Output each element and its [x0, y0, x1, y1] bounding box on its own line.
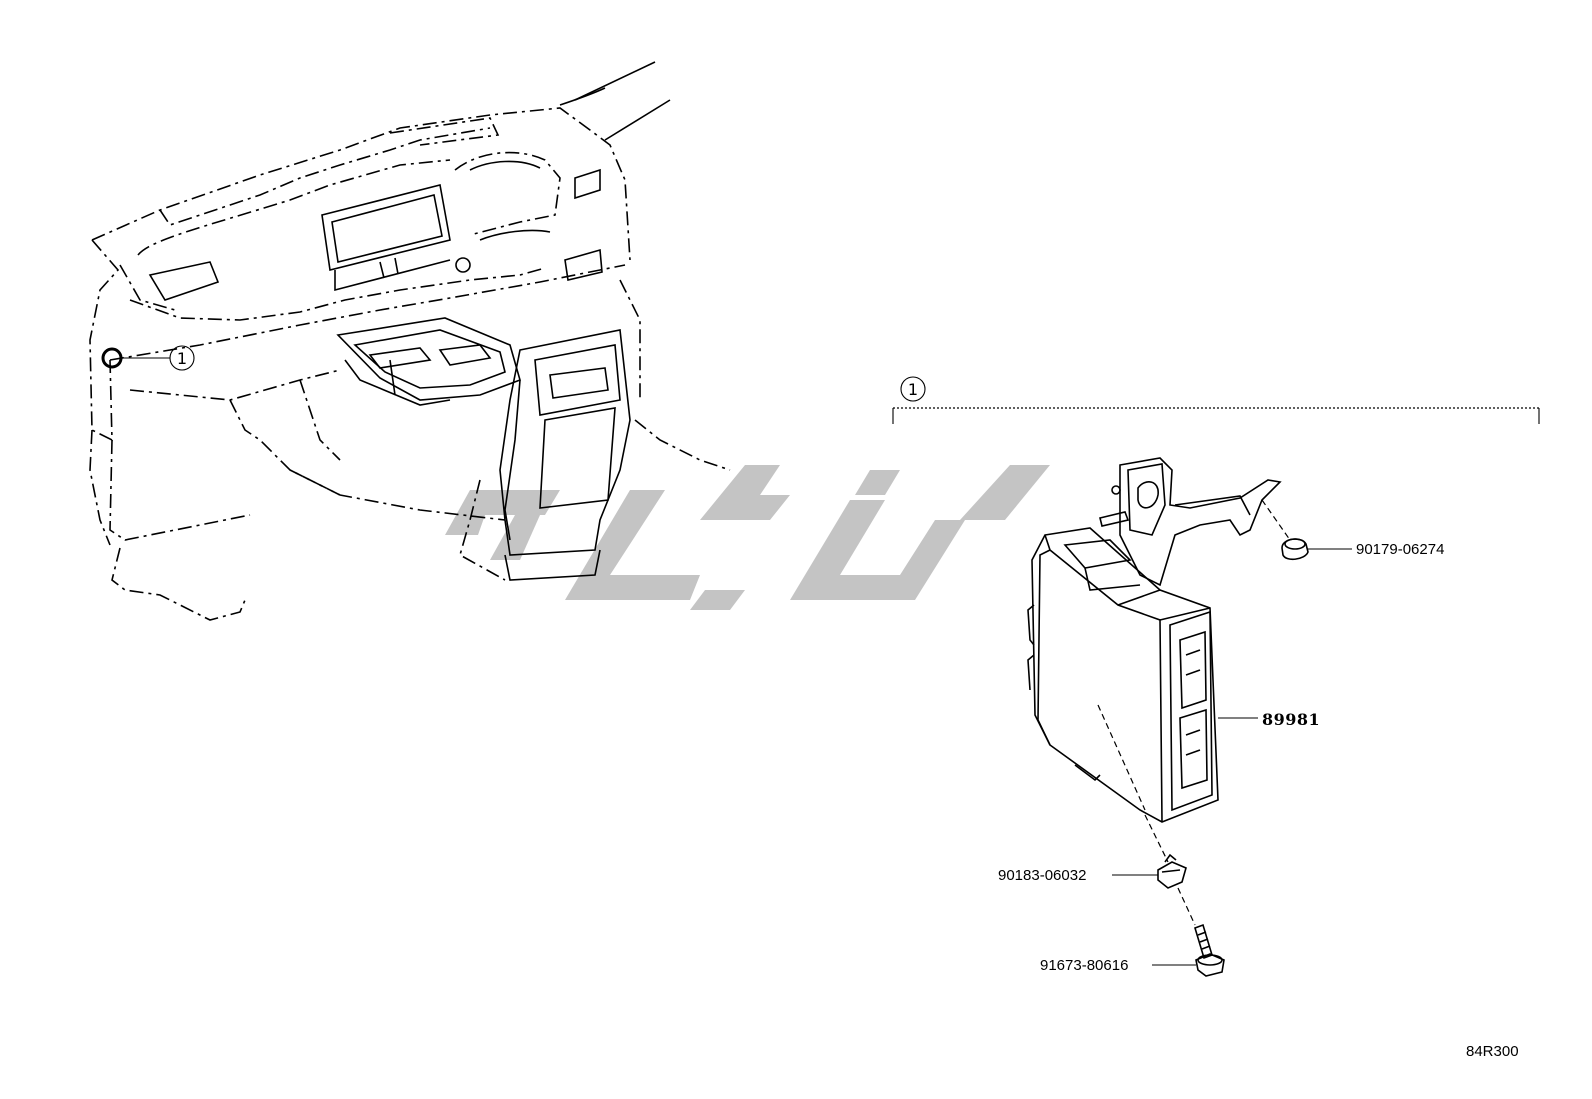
- watermark-logo: [445, 465, 1050, 610]
- callout-number-right: 1: [908, 380, 918, 399]
- dashboard-illustration: 1: [89, 61, 731, 621]
- clip-icon: [1112, 814, 1187, 889]
- nut-icon: [1261, 499, 1352, 561]
- illustration-code: 84R300: [1466, 1043, 1519, 1060]
- part-label-90179-06274[interactable]: 90179-06274: [1356, 541, 1444, 558]
- part-label-89981[interactable]: 89981: [1262, 710, 1320, 729]
- assembly-bracket-line: 1: [892, 376, 1540, 424]
- ecu-module-illustration: [1027, 527, 1258, 823]
- callout-number-left: 1: [177, 349, 187, 368]
- part-label-91673-80616[interactable]: 91673-80616: [1040, 957, 1128, 974]
- callout-ring-icon: [101, 347, 123, 369]
- bolt-icon: [1152, 887, 1225, 977]
- part-label-90183-06032[interactable]: 90183-06032: [998, 867, 1086, 884]
- bracket-illustration: [1099, 457, 1282, 587]
